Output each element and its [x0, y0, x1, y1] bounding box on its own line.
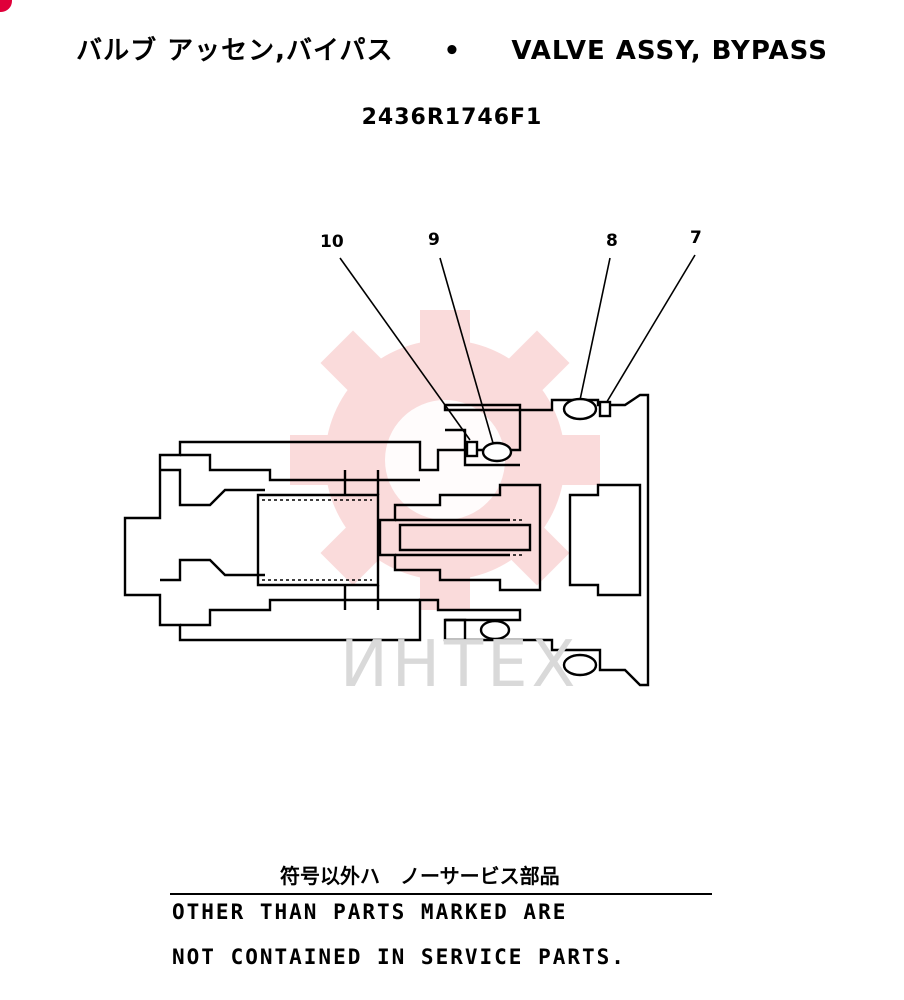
leader-9 [439, 257, 496, 451]
diagram-title: バルブ アッセン,バイパス • VALVE ASSY, BYPASS [0, 30, 904, 67]
o-ring-8-top [562, 397, 598, 421]
spool-core [398, 523, 532, 552]
end-plug [568, 483, 642, 597]
callout-7: 7 [690, 228, 702, 248]
note-en-line1: OTHER THAN PARTS MARKED ARE [172, 900, 568, 924]
title-en: VALVE ASSY, BYPASS [511, 36, 828, 66]
valve-body-outline [123, 393, 650, 687]
backup-ring-10 [465, 440, 479, 458]
bore-step-top [343, 470, 380, 495]
title-jp: バルブ アッセン,バイパス [76, 36, 394, 66]
seat-ring-top [445, 428, 520, 467]
o-ring-8-bottom [562, 653, 598, 677]
note-en-line2: NOT CONTAINED IN SERVICE PARTS. [172, 945, 626, 969]
leader-8 [579, 257, 611, 401]
body-inner-line-top [180, 453, 420, 482]
callout-10: 10 [320, 232, 344, 252]
watermark-gear-hole [385, 400, 505, 520]
o-ring-9-bottom [479, 619, 511, 641]
spool [378, 483, 542, 592]
body-inner-line-bottom [180, 598, 420, 627]
note-divider [170, 893, 712, 895]
o-ring-9-top [481, 441, 513, 463]
seat-ring-bottom [445, 618, 467, 640]
watermark-text: ИНТЕХ [340, 628, 580, 702]
body-step-bottom [160, 558, 265, 582]
callout-9: 9 [428, 230, 440, 250]
body-step-top [160, 468, 265, 507]
note-jp: 符号以外ハ ノーサービス部品 [280, 864, 560, 888]
part-number: 2436R1746F1 [361, 105, 543, 130]
leader-10 [339, 257, 471, 441]
backup-ring-7 [598, 400, 612, 418]
leader-7 [604, 254, 696, 406]
callout-8: 8 [606, 231, 618, 251]
title-separator: • [443, 36, 462, 66]
bore-step-bottom [343, 585, 380, 610]
